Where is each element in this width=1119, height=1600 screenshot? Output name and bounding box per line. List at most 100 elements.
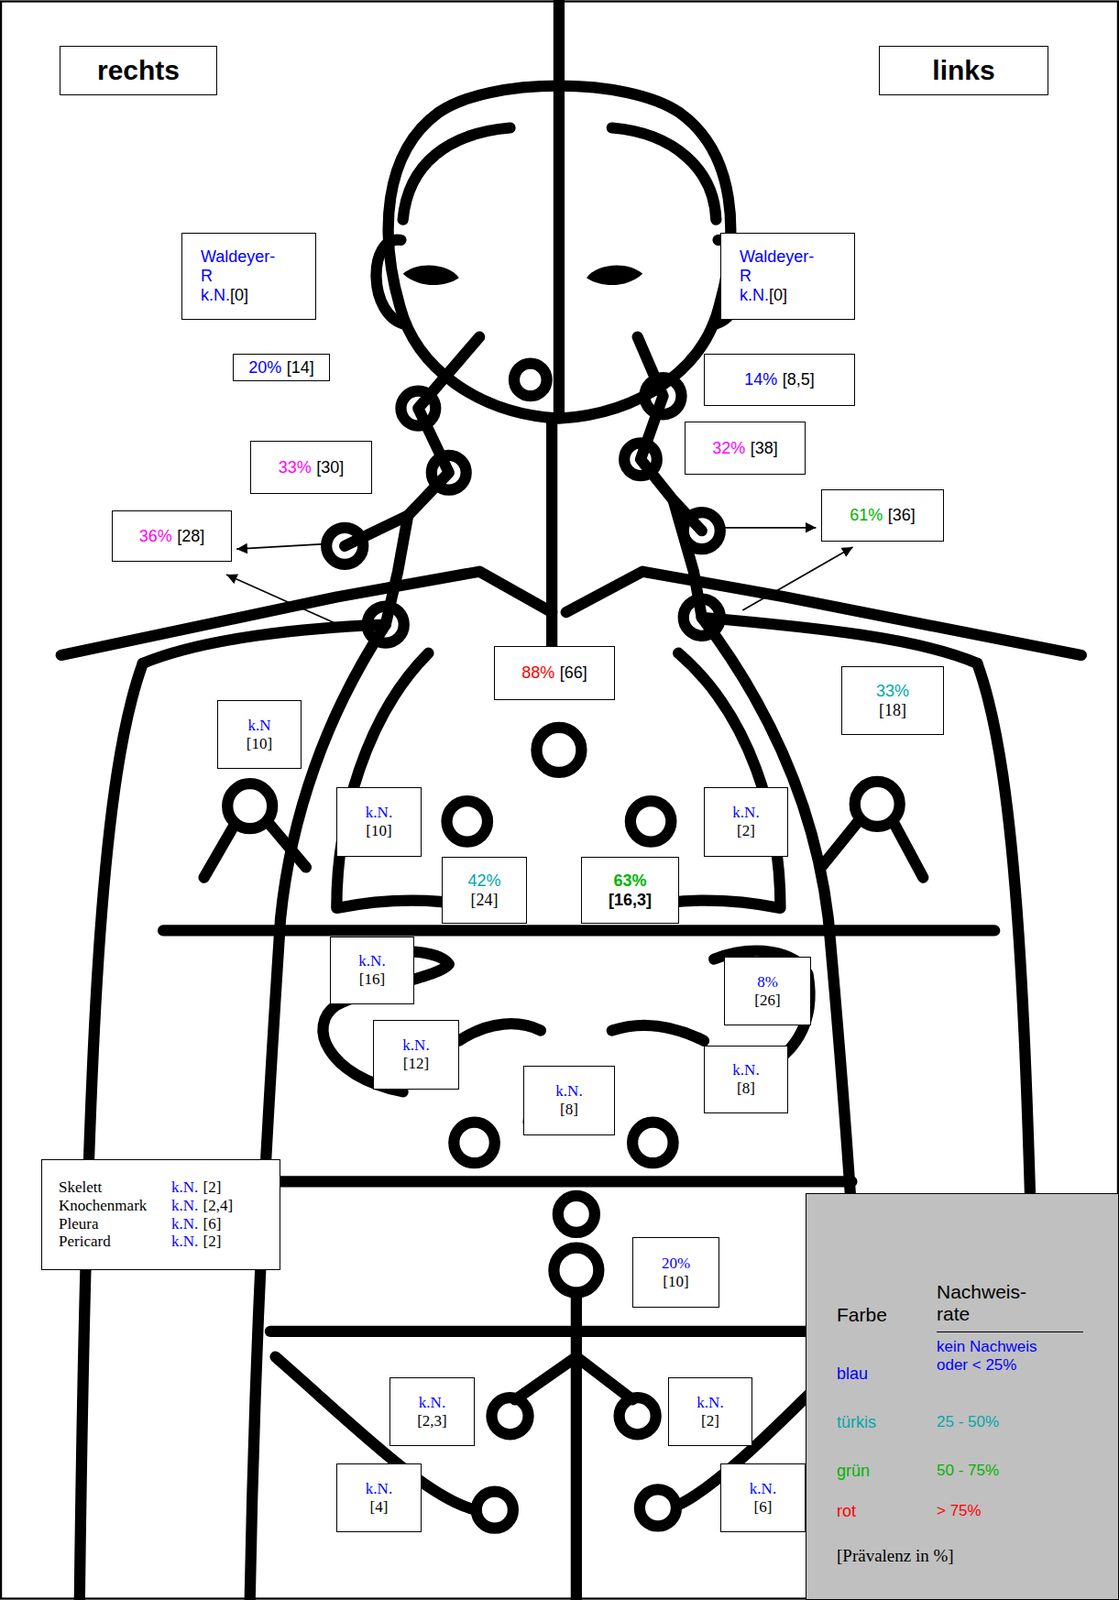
prevalence-value: [14] <box>286 358 315 378</box>
finding-box: k.N.[12] <box>373 1020 460 1090</box>
prevalence-value: [2,3] <box>416 1412 448 1431</box>
rate-value: k.N. <box>200 285 231 306</box>
text-line: Pericardk.N.[2] <box>58 1232 221 1251</box>
rate-value: 20% <box>661 1254 691 1273</box>
legend-panel: FarbeNachweis-rate[Prävalenz in %]blautü… <box>805 1193 1119 1600</box>
finding-box: k.N.[8] <box>523 1065 615 1136</box>
prevalence-value: [2] <box>736 822 756 841</box>
finding-box: 63%[16,3] <box>581 856 680 924</box>
text-line: k.N. <box>555 1082 582 1101</box>
rate-value: 61% <box>849 505 883 526</box>
prevalence-value: [2,4] <box>202 1196 233 1216</box>
legend-swatch: rot <box>836 1502 856 1522</box>
text-line: k.N.[0] <box>739 285 788 306</box>
finding-box: 88%[66] <box>493 646 615 701</box>
text-line: 88%[66] <box>521 663 587 683</box>
text-line: Waldeyer-R <box>200 247 282 286</box>
text-line: 42% <box>467 871 501 891</box>
legend-text: 25 - 50% <box>936 1413 1040 1432</box>
finding-box: k.N.[2,3] <box>389 1377 475 1447</box>
legend-swatch: grün <box>836 1461 870 1482</box>
prevalence-value: [8] <box>559 1100 579 1119</box>
rate-value: k.N. <box>402 1036 429 1055</box>
rate-value: k.N. <box>358 952 385 971</box>
text-line: k.N. <box>696 1393 724 1413</box>
text-line: [2] <box>736 822 756 841</box>
finding-box: k.N.[16] <box>329 936 415 1005</box>
rate-value: 32% <box>712 438 746 459</box>
text-line: k.N. <box>365 1480 393 1499</box>
rate-value: 20% <box>248 358 282 378</box>
finding-box: 20%[10] <box>632 1237 720 1308</box>
rate-value: 14% <box>744 370 778 390</box>
rate-value: k.N. <box>749 1480 777 1499</box>
side-box: links <box>878 45 1049 96</box>
legend-swatch: blau <box>836 1364 868 1384</box>
color-name: grün <box>836 1461 870 1482</box>
text-line: [24] <box>471 890 499 911</box>
text-line: [8] <box>736 1079 756 1098</box>
rate-value: k.N. <box>739 285 769 306</box>
leader-arrows <box>226 527 853 631</box>
color-name: blau <box>836 1364 868 1384</box>
text-line: rechts <box>97 54 180 88</box>
site-name: Waldeyer-R <box>200 247 282 286</box>
prevalence-value: [8] <box>736 1079 756 1098</box>
rate-value: 33% <box>278 458 312 478</box>
text-line: k.N. <box>732 803 759 823</box>
rate-value: k.N <box>247 716 271 736</box>
finding-box: k.N.[6] <box>720 1463 806 1533</box>
prevalence-value: [4] <box>370 1498 389 1517</box>
prevalence-value: [2] <box>701 1412 720 1431</box>
rate-value: 42% <box>467 871 501 891</box>
finding-box: k.N.[10] <box>336 787 422 857</box>
rate-value: k.N. <box>365 1480 393 1499</box>
text-line: 33% <box>876 681 910 702</box>
column-heading: Farbe <box>836 1304 888 1327</box>
legend-text: kein Nachweis oder < 25% <box>936 1338 1040 1374</box>
side-label: links <box>932 54 995 88</box>
finding-box: 42%[24] <box>441 856 527 924</box>
rate-value: k.N. <box>365 803 393 823</box>
text-line: k.N. <box>418 1393 446 1413</box>
side-box: rechts <box>59 45 218 96</box>
eyes <box>403 264 644 286</box>
text-line: Knochenmarkk.N.[2,4] <box>58 1196 233 1216</box>
text-line: [16] <box>359 970 385 989</box>
text-line: [2,3] <box>416 1412 448 1431</box>
prevalence-value: [2] <box>202 1178 221 1197</box>
text-line: [10] <box>365 822 392 841</box>
finding-box: k.N.[4] <box>336 1463 422 1533</box>
rate-value: k.N. <box>171 1232 198 1251</box>
finding-box: 20%[14] <box>232 353 330 382</box>
text-line: 63% <box>613 871 647 891</box>
finding-box: 8%[26] <box>724 956 812 1026</box>
legend-swatch: türkis <box>836 1413 877 1433</box>
prevalence-value: [16,3] <box>608 890 652 911</box>
text-line: k.N.[0] <box>200 285 249 306</box>
rate-value: 88% <box>521 663 555 683</box>
rate-value: k.N. <box>171 1215 198 1234</box>
rate-value: k.N. <box>171 1178 198 1197</box>
text-line: 33%[30] <box>278 458 344 478</box>
text-line: [26] <box>754 991 780 1010</box>
text-line: [4] <box>370 1498 389 1517</box>
rate-value: 33% <box>876 681 910 702</box>
finding-box: 33%[18] <box>841 666 944 736</box>
text-line: 61%[36] <box>849 505 915 526</box>
header-rule <box>936 1331 1084 1333</box>
prevalence-value: [2] <box>202 1232 221 1251</box>
legend-note: [Prävalenz in %] <box>836 1546 955 1567</box>
finding-box: Skelettk.N.[2]Knochenmarkk.N.[2,4]Pleura… <box>41 1159 281 1271</box>
text-line: k.N. <box>365 803 393 823</box>
rate-value: 63% <box>613 871 647 891</box>
text-line: Pleurak.N.[6] <box>58 1215 221 1234</box>
text-line: 20% <box>661 1254 691 1273</box>
finding-box: k.N.[8] <box>703 1045 789 1114</box>
site-name: Pleura <box>58 1215 167 1234</box>
finding-box: Waldeyer-Rk.N.[0] <box>181 232 317 320</box>
site-name: Pericard <box>58 1232 167 1251</box>
color-name: türkis <box>836 1413 877 1433</box>
text-line: [12] <box>403 1054 429 1074</box>
